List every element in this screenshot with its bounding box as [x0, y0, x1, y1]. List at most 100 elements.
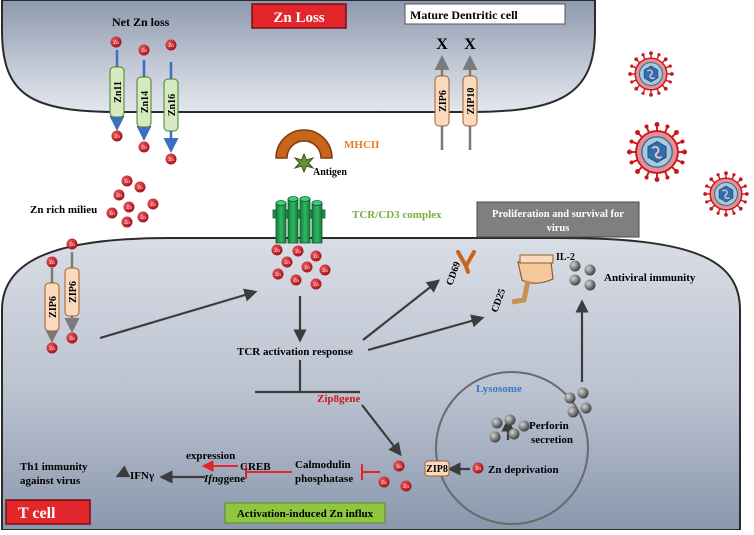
zn-ions-tcell-tcr: Zn Zn Zn Zn Zn Zn Zn Zn Zn	[271, 244, 331, 290]
proliferation-line1: Proliferation and survival for	[492, 209, 624, 220]
t-cell-label: T cell	[18, 505, 56, 522]
zn-ion: Zn	[292, 245, 304, 257]
zn-ion: Zn	[290, 274, 302, 286]
zn-ion: Zn	[147, 198, 159, 210]
zn-loss-label: Zn Loss	[273, 10, 324, 26]
zn-ion: Zn	[121, 175, 133, 187]
zip8-label: ZIP8	[426, 464, 448, 475]
expression-label: expression	[186, 450, 235, 462]
zn-ion: Zn	[378, 476, 390, 488]
activation-influx-banner	[224, 502, 386, 524]
zn-ion: Zn	[46, 342, 58, 354]
svg-text:Zn: Zn	[69, 243, 75, 248]
virus-particle	[627, 50, 675, 98]
svg-text:Zn: Zn	[116, 194, 122, 199]
ifng-gene-italic: Ifng	[203, 473, 224, 485]
proliferation-box	[476, 201, 640, 238]
zn-ion: Zn	[272, 268, 284, 280]
antiviral-immunity-label: Antiviral immunity	[604, 272, 696, 284]
svg-text:Zn: Zn	[49, 261, 55, 266]
svg-text:Zn: Zn	[284, 261, 290, 266]
t-cell-banner	[5, 499, 91, 525]
cd69-receptor	[456, 250, 476, 274]
pathway-arrows	[99, 279, 589, 484]
tcr-activation-label: TCR activation response	[237, 346, 353, 358]
zn-ion: Zn	[110, 36, 122, 48]
zip8-transporter	[424, 460, 450, 477]
zn-exporter-zn16: Zn16	[163, 62, 179, 153]
svg-text:Zn: Zn	[140, 216, 146, 221]
zn-deprivation-label: Zn deprivation	[488, 464, 559, 476]
block-x-zip6: X	[436, 36, 448, 53]
ifng-gene-label: Ifnggene	[203, 473, 245, 485]
mature-dc-label: Mature Dentritic cell	[410, 8, 518, 22]
zn-ion: Zn	[393, 460, 405, 472]
zip10-dc-transporter: ZIP10 X	[462, 36, 478, 150]
creb-label: CREB	[240, 461, 271, 473]
mhcii-label: MHCII	[344, 139, 379, 151]
zip6-tcell-left-label: ZIP6	[48, 296, 59, 318]
zip6-tcell-left: ZIP6	[44, 268, 60, 343]
antigen-star	[293, 152, 315, 174]
zn-ions-milieu: Zn Zn Zn Zn Zn Zn Zn Zn	[106, 175, 159, 228]
zn-ion: Zn	[66, 332, 78, 344]
svg-text:Zn: Zn	[293, 279, 299, 284]
mature-dc-box	[404, 3, 566, 25]
zn-ion: Zn	[138, 141, 150, 153]
zn-ion: Zn	[121, 216, 133, 228]
zn-ion: Zn	[111, 130, 123, 142]
svg-text:Zn: Zn	[109, 212, 115, 217]
calmodulin-line1: Calmodulin	[295, 459, 351, 471]
svg-text:Zn: Zn	[141, 146, 147, 151]
zip6-tcell-right: ZIP6	[64, 252, 80, 333]
perforin-line1: Perforin	[529, 420, 569, 432]
svg-text:Zn: Zn	[141, 49, 147, 54]
inhibition-lines	[201, 460, 380, 480]
zn-loss-banner	[251, 3, 347, 29]
zn-ion: Zn	[310, 250, 322, 262]
zn-ion: Zn	[46, 256, 58, 268]
ifn-gamma-label: IFNγ	[130, 470, 154, 482]
svg-text:Zn: Zn	[114, 135, 120, 140]
zn-ions-dc: Zn Zn Zn Zn Zn Zn	[110, 36, 177, 165]
svg-text:Zn: Zn	[168, 44, 174, 49]
svg-text:Zn: Zn	[126, 206, 132, 211]
svg-text:Zn: Zn	[403, 485, 409, 490]
svg-text:Zn: Zn	[313, 283, 319, 288]
svg-text:Zn: Zn	[137, 186, 143, 191]
proliferation-line2: virus	[547, 223, 570, 234]
zn16-label: Zn16	[167, 94, 178, 116]
antigen-label: Antigen	[313, 167, 347, 178]
mhcii-molecule	[275, 129, 333, 159]
il2-label: IL-2	[556, 252, 575, 263]
svg-text:Zn: Zn	[322, 269, 328, 274]
svg-text:Zn: Zn	[49, 347, 55, 352]
net-zn-loss-label: Net Zn loss	[112, 15, 170, 29]
zn-ion: Zn	[165, 39, 177, 51]
t-cell-membrane	[0, 237, 741, 531]
svg-text:Zn: Zn	[304, 266, 310, 271]
zn-ions-zip6: Zn Zn Zn Zn	[46, 238, 78, 354]
th1-line1: Th1 immunity	[20, 461, 88, 473]
zip6-dc-transporter: ZIP6 X	[434, 36, 450, 150]
svg-text:Zn: Zn	[275, 273, 281, 278]
zn-ion: Zn	[113, 189, 125, 201]
zn-ion: Zn	[400, 480, 412, 492]
zn-ion: Zn	[138, 44, 150, 56]
svg-text:Zn: Zn	[150, 203, 156, 208]
zn-ion: Zn	[134, 181, 146, 193]
virus-particle	[702, 170, 750, 218]
zn-exporter-zn14: Zn14	[136, 60, 152, 141]
svg-text:Zn: Zn	[295, 250, 301, 255]
zip10-dc-label: ZIP10	[466, 88, 477, 115]
svg-text:Zn: Zn	[396, 465, 402, 470]
activation-influx-label: Activation-induced Zn influx	[237, 508, 374, 520]
svg-text:Zn: Zn	[168, 158, 174, 163]
zn-ion: Zn	[165, 153, 177, 165]
zn-ion: Zn	[319, 264, 331, 276]
svg-text:Zn: Zn	[381, 481, 387, 486]
zn-ion: Zn	[301, 261, 313, 273]
zn-exporter-zn11: Zn11	[109, 50, 125, 131]
